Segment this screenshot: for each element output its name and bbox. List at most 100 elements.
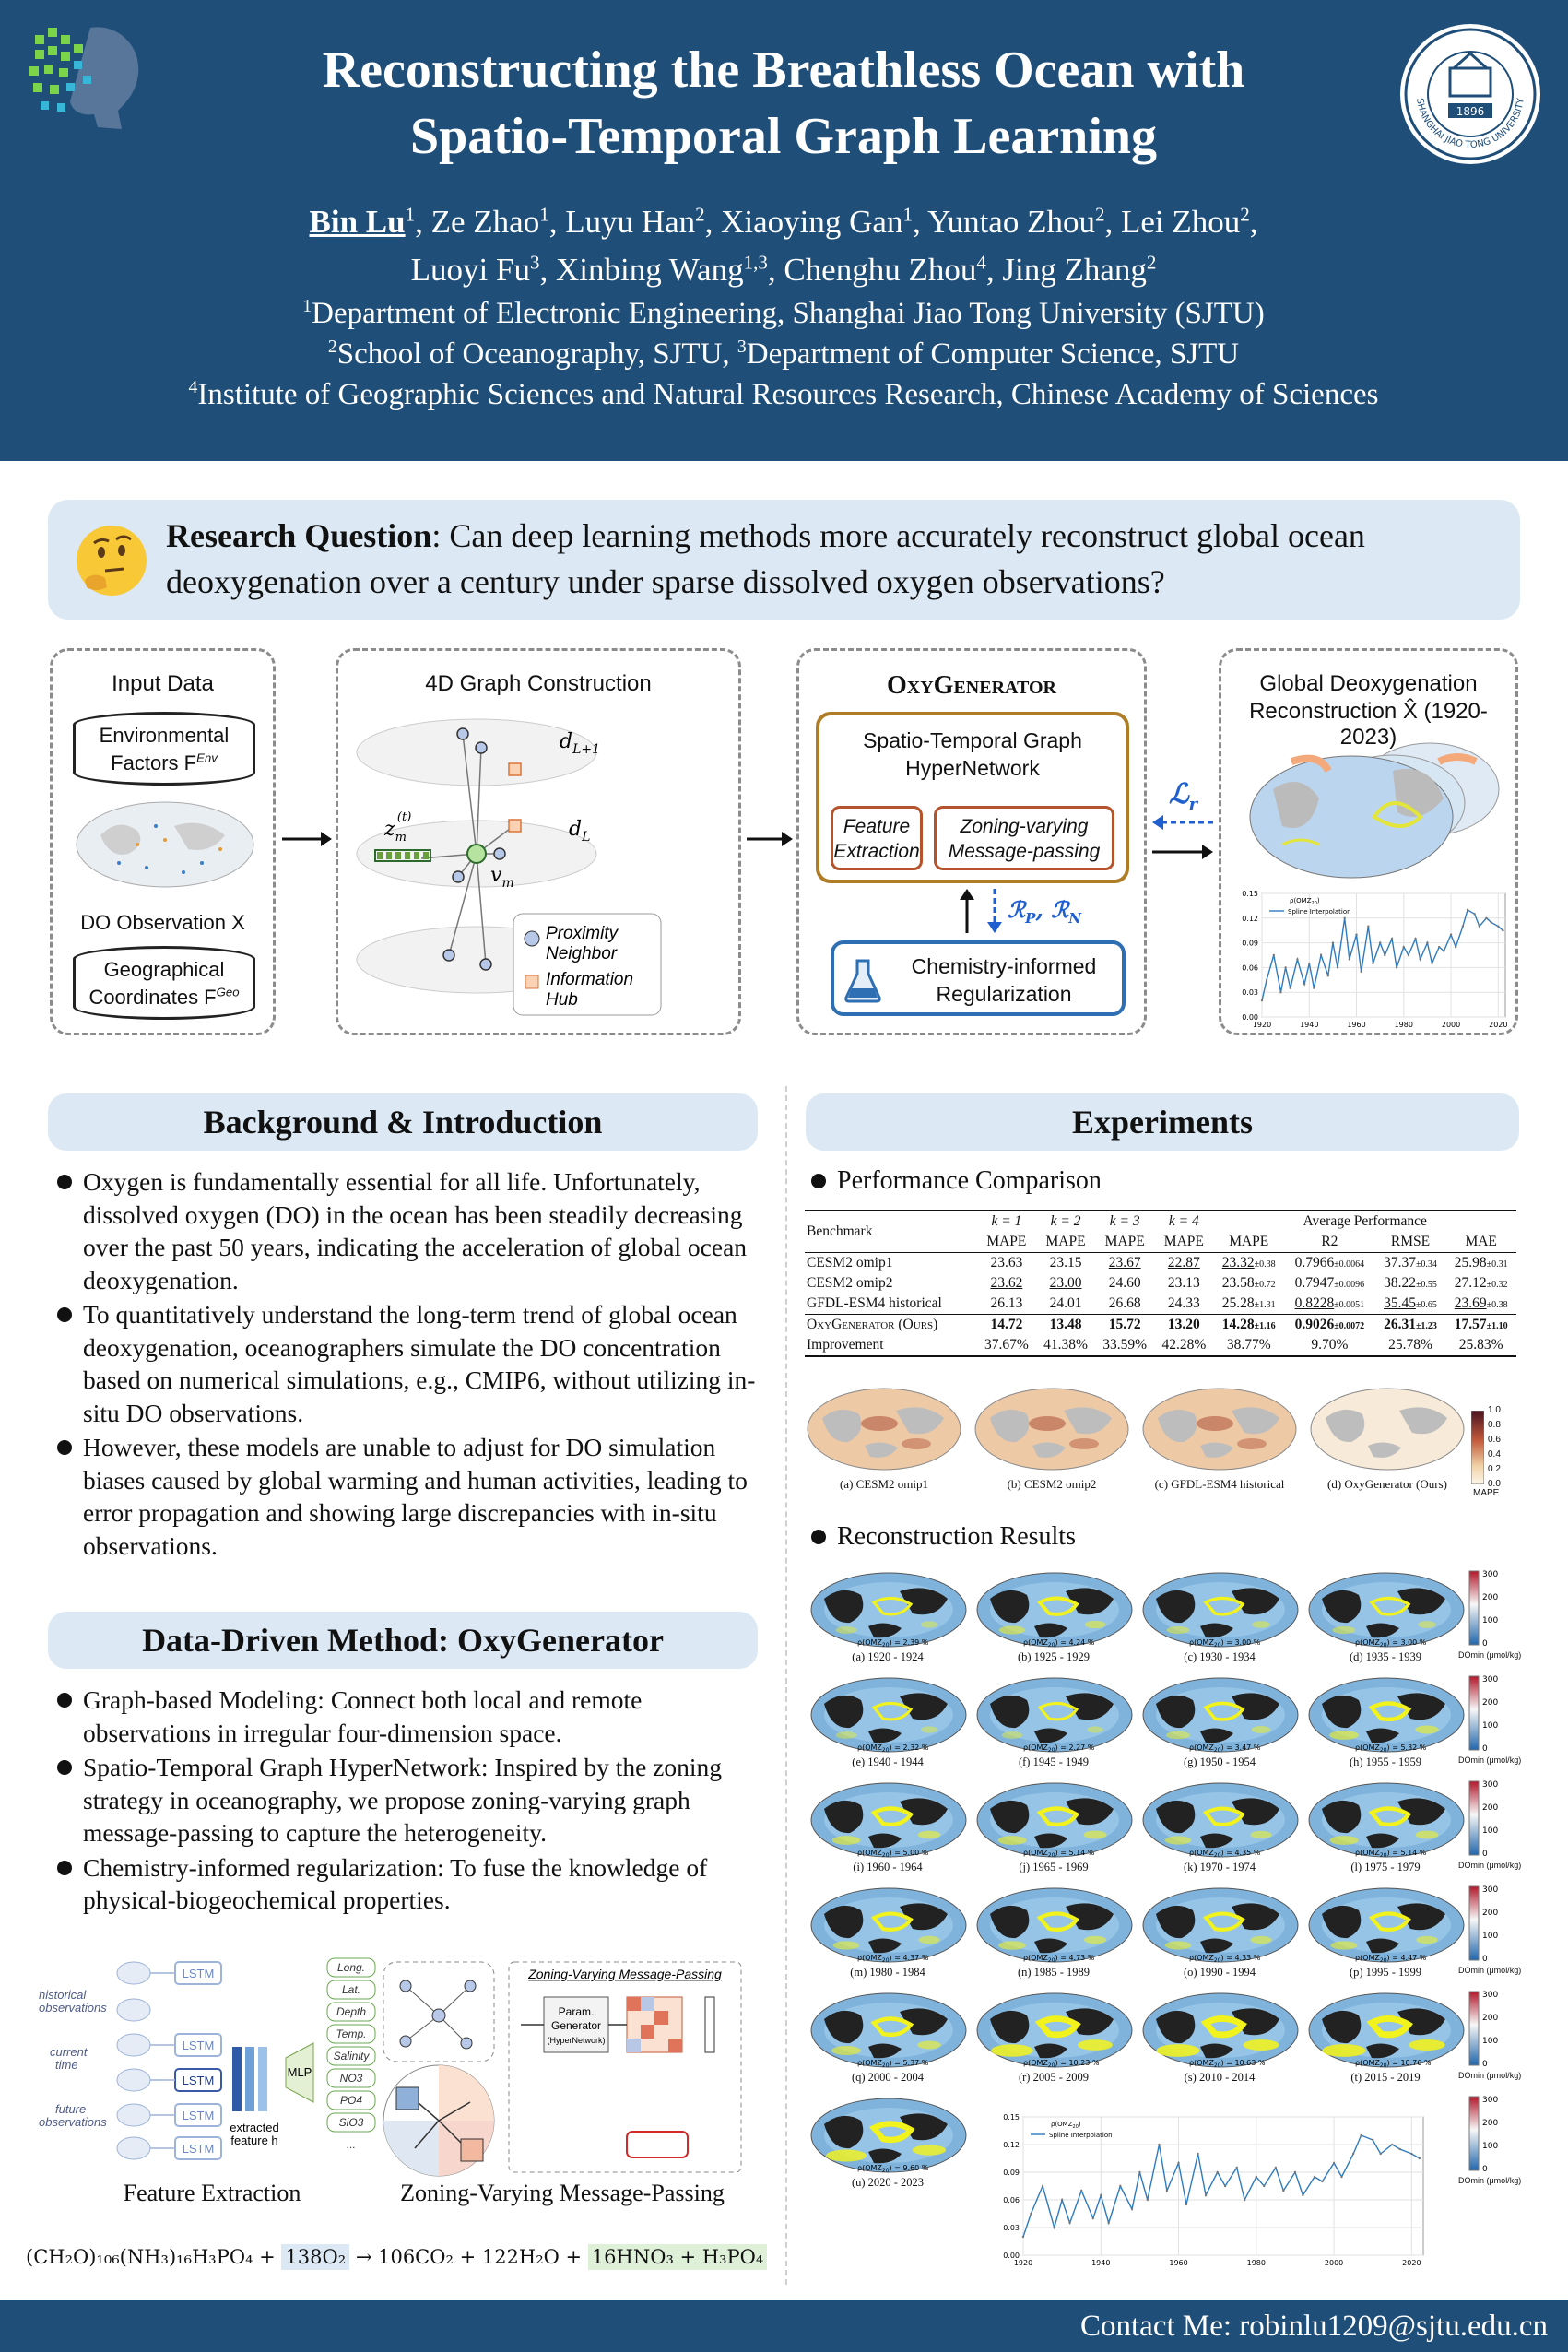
arrow-left-dashed-icon	[1152, 815, 1213, 830]
table-header-k: k = 3	[1095, 1210, 1155, 1232]
chart-data-point	[1378, 941, 1382, 944]
chart-data-point	[1490, 921, 1492, 924]
omz-value-label: ρ(OMZ20) = 3.47 %	[1189, 1743, 1261, 1754]
reconstruction-colorbar-tick: 100	[1482, 1616, 1498, 1625]
chart-data-point	[1158, 2143, 1161, 2146]
table-header-metric: MAPE	[1163, 1234, 1204, 1249]
chart-data-point	[1331, 941, 1335, 944]
author-affil: 2	[1240, 203, 1250, 226]
chart-data-point	[1326, 975, 1329, 977]
reconstruction-caption: (h) 1955 - 1959	[1349, 1755, 1422, 1768]
table-header-k: k = 1	[976, 1210, 1036, 1232]
fig-lstm-label: LSTM	[183, 2039, 215, 2052]
reconstruction-caption: (q) 2000 - 2004	[851, 2071, 925, 2084]
fig-var-label: Long.	[337, 1961, 365, 1974]
reconstruction-colorbar-tick: 100	[1482, 1932, 1498, 1941]
chart-data-point	[1454, 945, 1457, 949]
background-heading: Background & Introduction	[48, 1093, 758, 1151]
chart-y-tick: 0.12	[1242, 915, 1258, 923]
table-row: GFDL-ESM4 historical 26.13 24.01 26.68 2…	[807, 1295, 1508, 1311]
chart-data-point	[1485, 916, 1488, 919]
table-header-metric: MAPE	[986, 1234, 1027, 1249]
reconstruction-colorbar-tick: 200	[1482, 2014, 1498, 2023]
chart-x-tick: 1920	[1253, 1021, 1271, 1029]
feature-extraction-caption: Feature Extraction	[123, 2180, 301, 2206]
chart-data-point	[1293, 2170, 1297, 2174]
author-affil: 2	[1146, 251, 1157, 274]
feature-extraction-figure: historical observations current time fut…	[39, 1957, 376, 2160]
reconstruction-colorbar-tick: 0	[1482, 1955, 1488, 1964]
reconstruction-globe-map: ρ(OMZ20) = 9.60 %	[810, 2098, 967, 2174]
loss-label: ℒr	[1169, 778, 1198, 814]
reconstruction-globe-map: ρ(OMZ20) = 5.14 %	[1308, 1782, 1465, 1859]
reconstruction-globe-map: ρ(OMZ20) = 4.24 %	[976, 1572, 1133, 1649]
chart-data-point	[1265, 978, 1268, 981]
chart-data-point	[1418, 2157, 1421, 2160]
mape-colorbar-tick: 0.0	[1488, 1479, 1501, 1489]
chart-data-point	[1478, 925, 1481, 928]
reconstruction-caption: (r) 2005 - 2009	[1018, 2071, 1090, 2084]
chart-data-point	[1414, 937, 1417, 940]
chart-legend-label: Spline Interpolation	[1049, 2132, 1113, 2139]
reconstruction-globe-map: ρ(OMZ20) = 4.37 %	[810, 1887, 967, 1964]
reconstruction-colorbar-tick: 300	[1482, 1780, 1498, 1790]
table-row-improvement: Improvement 37.67% 41.38% 33.59% 42.28% …	[805, 1335, 1516, 1357]
table-row-ours: OxyGenerator (Ours) 14.72 13.48 15.72 13…	[805, 1314, 1516, 1335]
chart-data-point	[1284, 966, 1287, 969]
chart-data-point	[1443, 950, 1445, 952]
chart-data-point	[1107, 2221, 1110, 2225]
chart-data-point	[1497, 925, 1500, 928]
global-title-1: Global Deoxygenation	[1259, 671, 1478, 696]
performance-table: Benchmark k = 1 k = 2 k = 3 k = 4 Averag…	[805, 1210, 1516, 1357]
reconstruction-globe-map: ρ(OMZ20) = 5.14 %	[976, 1782, 1133, 1859]
chart-data-point	[1367, 925, 1370, 928]
table-header-metric: RMSE	[1390, 1234, 1431, 1249]
table-row: CESM2 omip2 23.62 23.00 24.60 23.13 23.5…	[807, 1275, 1508, 1291]
reconstruction-results-heading: Reconstruction Results	[808, 1521, 1076, 1553]
graph-construction-title: 4D Graph Construction	[425, 671, 652, 696]
chart-y-tick: 0.00	[1242, 1013, 1258, 1022]
mape-colorbar	[1471, 1411, 1484, 1484]
affiliation-2-3: 2School of Oceanography, SJTU, 3Departme…	[327, 337, 1240, 371]
chart-series-line	[1261, 908, 1503, 1001]
chart-data-point	[1407, 953, 1410, 957]
reconstruction-caption: (l) 1975 - 1979	[1350, 1861, 1421, 1873]
reconstruction-colorbar-tick: 0	[1482, 2060, 1488, 2069]
reconstruction-globe-map: ρ(OMZ20) = 5.37 %	[810, 1992, 967, 2069]
background-bullet: To quantitatively understand the long-te…	[53, 1298, 768, 1429]
chemistry-regularization-box: Chemistry-informed Regularization	[831, 940, 1126, 1016]
fig-extracted-label: extracted	[230, 2121, 278, 2134]
reconstruction-colorbar-tick: 200	[1482, 1803, 1498, 1813]
reconstruction-caption: (s) 2010 - 2014	[1184, 2071, 1256, 2084]
reconstruction-colorbar-label: DOmin (μmol/kg)	[1458, 1650, 1522, 1660]
chart-x-tick: 2020	[1489, 1021, 1507, 1029]
research-question-box: Research Question: Can deep learning met…	[48, 500, 1520, 620]
author-affil: 1	[539, 203, 549, 226]
reconstruction-caption: (j) 1965 - 1969	[1019, 1861, 1089, 1873]
chart-data-point	[1419, 958, 1421, 961]
table-header-metric: MAE	[1465, 1234, 1497, 1249]
author-affil: 1,3	[743, 251, 768, 274]
chart-data-point	[1343, 916, 1346, 919]
chart-x-tick: 2000	[1325, 2259, 1343, 2267]
chart-y-tick: 0.09	[1003, 2169, 1020, 2177]
contact-email[interactable]: Contact Me: robinlu1209@sjtu.edu.cn	[1080, 2310, 1548, 2343]
oxygenerator-panel: OxyGenerator Spatio-Temporal Graph Hyper…	[796, 648, 1147, 1035]
chart-data-point	[1372, 2138, 1374, 2142]
omz-value-label: ρ(OMZ20) = 4.37 %	[857, 1954, 929, 1964]
chart-data-point	[1303, 983, 1306, 986]
omz-value-label: ρ(OMZ20) = 10.76 %	[1355, 2059, 1432, 2069]
chart-data-point	[1332, 2161, 1336, 2165]
reconstruction-caption: (b) 1925 - 1929	[1017, 1650, 1091, 1663]
table-header-k: k = 2	[1035, 1210, 1096, 1232]
method-heading: Data-Driven Method: OxyGenerator	[48, 1612, 758, 1669]
chart-data-point	[1068, 2221, 1071, 2225]
fig-historical-label: observations	[39, 2001, 107, 2015]
chart-data-point	[1216, 2170, 1219, 2174]
reconstruction-colorbar-tick: 100	[1482, 2037, 1498, 2046]
